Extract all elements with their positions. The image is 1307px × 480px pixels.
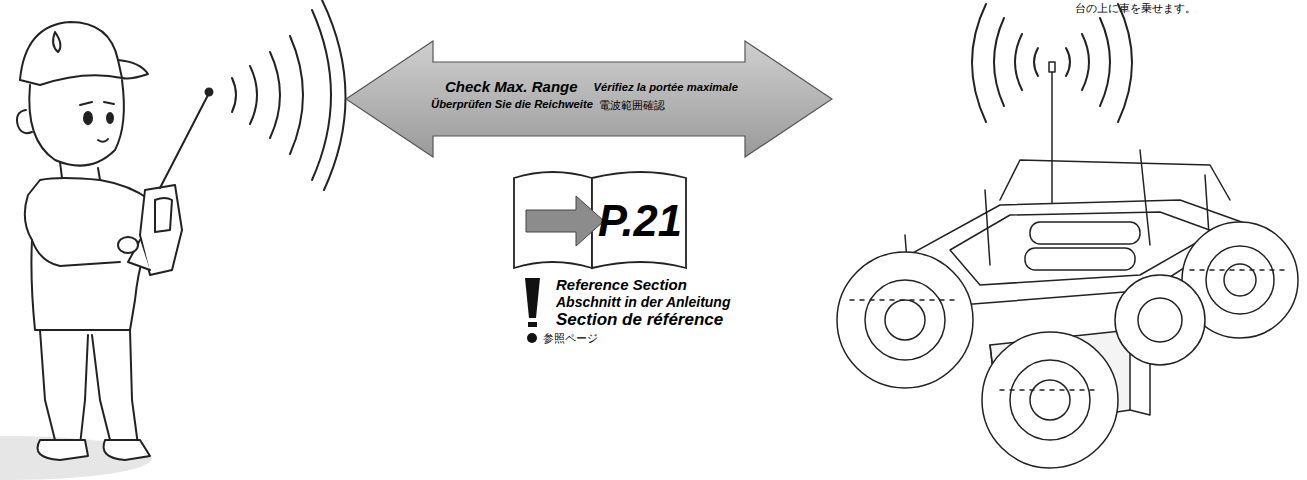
reference-label: Abschnitt in der Anleitung [556,295,730,310]
book-page [592,172,686,268]
boy-figure [17,22,213,460]
ground-shadow [0,436,152,480]
arrow-text: Vérifiez la portée maximale [594,81,738,93]
page-number: P.21 [598,198,682,246]
arrow-text: 電波範囲確認 [599,99,665,111]
reference-label: Reference Section [556,277,687,294]
rc-truck [837,62,1298,468]
reference-book: P.21 [512,164,688,272]
reference-label: Section de référence [556,311,723,330]
range-arrow: Check Max. RangeÜberprüfen Sie die Reich… [345,40,833,158]
arrow-text: Überprüfen Sie die Reichweite [431,98,593,110]
pointer-arrow [526,196,604,246]
double-arrow [346,41,832,157]
note-text: 台の上に車を乗せます。 [1075,2,1196,14]
warning-mark [525,278,540,343]
reference-label: 参照ページ [543,332,598,344]
radio-waves [232,0,346,190]
arrow-text: Check Max. Range [445,79,578,96]
